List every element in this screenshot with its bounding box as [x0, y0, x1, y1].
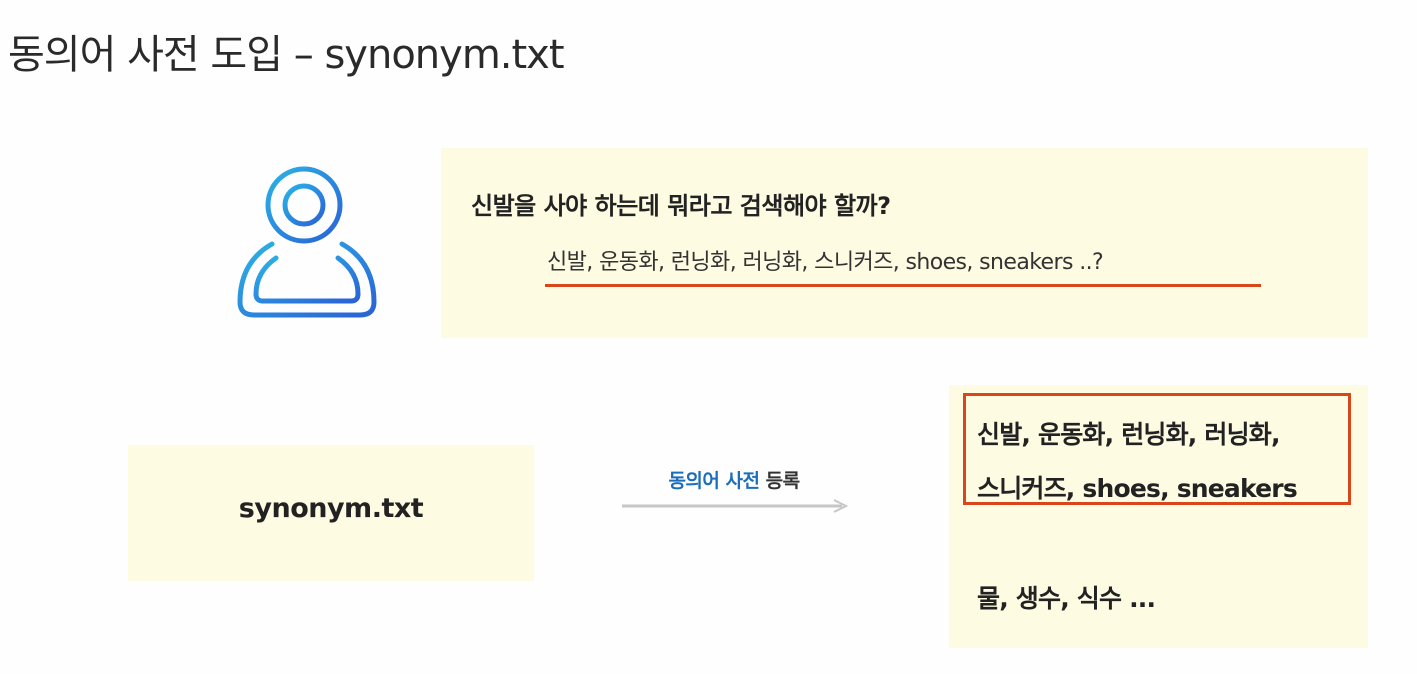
synonym-group-1-line-1: 신발, 운동화, 런닝화, 러닝화,: [977, 420, 1281, 449]
synonym-file-label: synonym.txt: [238, 493, 424, 524]
keyword-list: 신발, 운동화, 런닝화, 러닝화, 스니커즈, shoes, sneakers…: [547, 250, 1104, 275]
arrow-label-accent: 동의어 사전: [668, 470, 760, 492]
synonym-group-2: 물, 생수, 식수 ...: [977, 584, 1156, 613]
synonym-file-box: synonym.txt: [128, 445, 534, 581]
keyword-underline: [545, 284, 1261, 287]
user-icon: [237, 166, 377, 318]
synonym-result-box: 신발, 운동화, 런닝화, 러닝화, 스니커즈, shoes, sneakers…: [949, 385, 1368, 648]
slide-title: 동의어 사전 도입 – synonym.txt: [8, 32, 565, 78]
synonym-group-1-line-2: 스니커즈, shoes, sneakers: [977, 474, 1298, 503]
arrow-label: 동의어 사전 등록: [618, 466, 850, 493]
question-text: 신발을 사야 하는데 뭐라고 검색해야 할까?: [471, 192, 891, 220]
highlight-frame: [963, 393, 1351, 505]
arrow-right-icon: [622, 499, 849, 513]
question-box: 신발을 사야 하는데 뭐라고 검색해야 할까? 신발, 운동화, 런닝화, 러닝…: [441, 148, 1368, 338]
arrow-label-rest: 등록: [759, 470, 800, 492]
